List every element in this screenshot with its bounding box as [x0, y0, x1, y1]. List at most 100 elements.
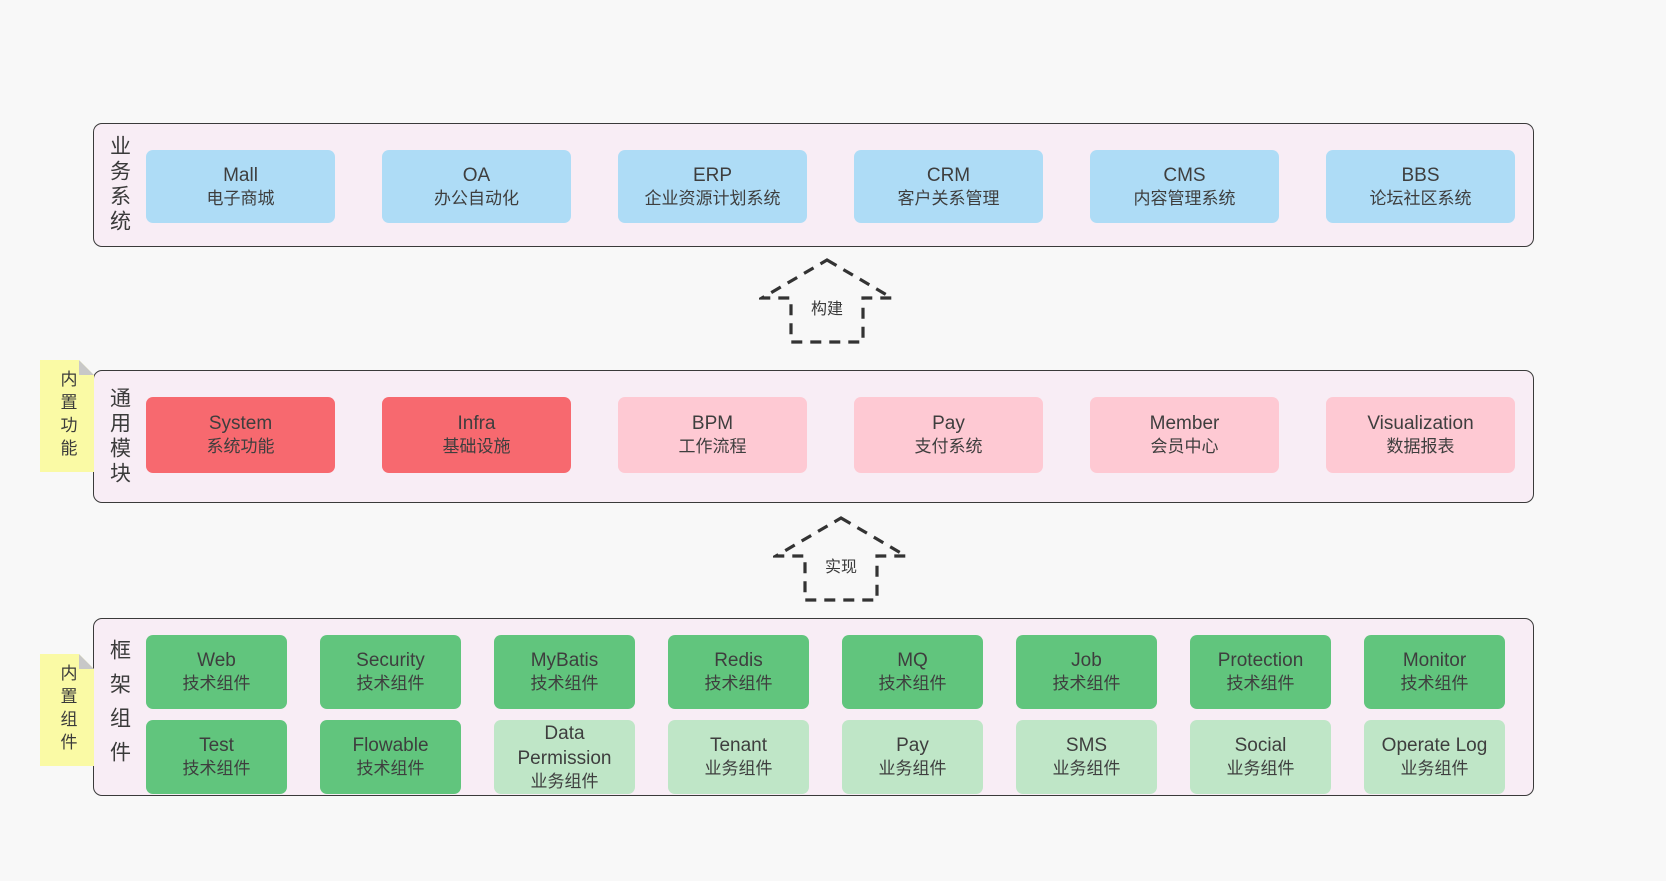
box-name: Social [1234, 735, 1287, 757]
panel-label-common-modules: 通用模块 [100, 371, 138, 502]
box-desc: 工作流程 [678, 437, 747, 457]
box-desc: 技术组件 [356, 674, 425, 694]
box-web: Web 技术组件 [146, 635, 287, 709]
sticky-note-text: 内置功能 [57, 370, 77, 462]
box-name: Member [1149, 413, 1220, 435]
box-name: Job [1071, 650, 1102, 672]
box-pay: Pay 支付系统 [854, 397, 1043, 473]
box-member: Member 会员中心 [1090, 397, 1279, 473]
box-name: Pay [896, 735, 929, 757]
box-name: Flowable [352, 735, 429, 757]
box-mybatis: MyBatis 技术组件 [494, 635, 635, 709]
box-desc: 技术组件 [1052, 674, 1121, 694]
box-desc: 办公自动化 [434, 188, 519, 208]
sticky-note-builtin-features: 内置功能 [40, 360, 94, 472]
sticky-note-builtin-components: 内置组件 [40, 654, 94, 766]
arrow-build: 构建 [759, 257, 895, 345]
arrow-build-label: 构建 [807, 294, 847, 320]
panel-label-text: 框架组件 [107, 639, 131, 775]
box-social: Social 业务组件 [1190, 720, 1331, 794]
box-desc: 技术组件 [182, 674, 251, 694]
box-desc: 技术组件 [182, 759, 251, 779]
box-desc: 技术组件 [530, 674, 599, 694]
box-name: BPM [691, 413, 734, 435]
box-desc: 论坛社区系统 [1369, 188, 1472, 208]
box-desc: 系统功能 [206, 437, 275, 457]
box-desc: 技术组件 [356, 759, 425, 779]
box-sms: SMS 业务组件 [1016, 720, 1157, 794]
box-bbs: BBS 论坛社区系统 [1326, 150, 1515, 223]
box-oa: OA 办公自动化 [382, 150, 571, 223]
arrow-implement: 实现 [773, 515, 909, 603]
folded-corner-icon [79, 360, 94, 375]
box-name: CMS [1163, 164, 1206, 186]
box-security: Security 技术组件 [320, 635, 461, 709]
box-mall: Mall 电子商城 [146, 150, 335, 223]
box-desc: 支付系统 [914, 437, 983, 457]
box-desc: 业务组件 [1226, 759, 1295, 779]
box-desc: 业务组件 [878, 759, 947, 779]
box-desc: 企业资源计划系统 [644, 188, 781, 208]
box-name: MyBatis [530, 650, 599, 672]
box-desc: 电子商城 [206, 188, 275, 208]
box-name: Redis [714, 650, 763, 672]
box-name: Web [197, 650, 236, 672]
box-name: Infra [457, 413, 496, 435]
box-desc: 业务组件 [1400, 759, 1469, 779]
box-system: System 系统功能 [146, 397, 335, 473]
box-name: Mall [223, 164, 258, 186]
box-name: Pay [932, 413, 965, 435]
box-cms: CMS 内容管理系统 [1090, 150, 1279, 223]
box-desc: 客户关系管理 [897, 188, 1000, 208]
box-tenant: Tenant 业务组件 [668, 720, 809, 794]
box-desc: 业务组件 [1052, 759, 1121, 779]
box-name: System [208, 413, 273, 435]
box-redis: Redis 技术组件 [668, 635, 809, 709]
box-visualization: Visualization 数据报表 [1326, 397, 1515, 473]
components-row-1: Web 技术组件 Security 技术组件 MyBatis 技术组件 Redi… [146, 635, 1505, 709]
box-name: Protection [1217, 650, 1304, 672]
box-name: ERP [692, 164, 733, 186]
sticky-note-text: 内置组件 [57, 664, 77, 756]
box-desc: 基础设施 [442, 437, 511, 457]
box-flowable: Flowable 技术组件 [320, 720, 461, 794]
box-desc: 内容管理系统 [1133, 188, 1236, 208]
box-name: BBS [1401, 164, 1440, 186]
box-name: CRM [926, 164, 971, 186]
panel-label-text: 业务系统 [107, 135, 131, 235]
box-name: Visualization [1367, 413, 1474, 435]
panel-label-framework-components: 框架组件 [100, 619, 138, 795]
box-mq: MQ 技术组件 [842, 635, 983, 709]
box-crm: CRM 客户关系管理 [854, 150, 1043, 223]
box-bpm: BPM 工作流程 [618, 397, 807, 473]
panel-label-business-systems: 业务系统 [100, 124, 138, 246]
box-data-permission: Data Permission 业务组件 [494, 720, 635, 794]
box-name: Tenant [709, 735, 768, 757]
up-arrow-icon [773, 516, 909, 602]
box-infra: Infra 基础设施 [382, 397, 571, 473]
box-desc: 业务组件 [704, 759, 773, 779]
box-desc: 会员中心 [1150, 437, 1219, 457]
box-name: MQ [897, 650, 928, 672]
box-pay-component: Pay 业务组件 [842, 720, 983, 794]
box-job: Job 技术组件 [1016, 635, 1157, 709]
arrow-implement-label: 实现 [821, 552, 861, 578]
panel-common-modules: 通用模块 System 系统功能 Infra 基础设施 BPM 工作流程 Pay… [93, 370, 1534, 503]
components-row-2: Test 技术组件 Flowable 技术组件 Data Permission … [146, 720, 1505, 794]
box-name: Data Permission [517, 722, 612, 769]
panel-business-systems: 业务系统 Mall 电子商城 OA 办公自动化 ERP 企业资源计划系统 CRM… [93, 123, 1534, 247]
box-operate-log: Operate Log 业务组件 [1364, 720, 1505, 794]
box-desc: 技术组件 [1226, 674, 1295, 694]
box-test: Test 技术组件 [146, 720, 287, 794]
box-desc: 技术组件 [1400, 674, 1469, 694]
box-desc: 技术组件 [878, 674, 947, 694]
panel-framework-components: 框架组件 Web 技术组件 Security 技术组件 MyBatis 技术组件… [93, 618, 1534, 796]
box-protection: Protection 技术组件 [1190, 635, 1331, 709]
panel-label-text: 通用模块 [107, 386, 131, 487]
modules-boxes-row: System 系统功能 Infra 基础设施 BPM 工作流程 Pay 支付系统… [146, 397, 1515, 473]
box-name: SMS [1065, 735, 1108, 757]
folded-corner-icon [79, 654, 94, 669]
box-desc: 数据报表 [1386, 437, 1455, 457]
box-desc: 业务组件 [530, 771, 599, 791]
box-name: Test [199, 735, 234, 757]
